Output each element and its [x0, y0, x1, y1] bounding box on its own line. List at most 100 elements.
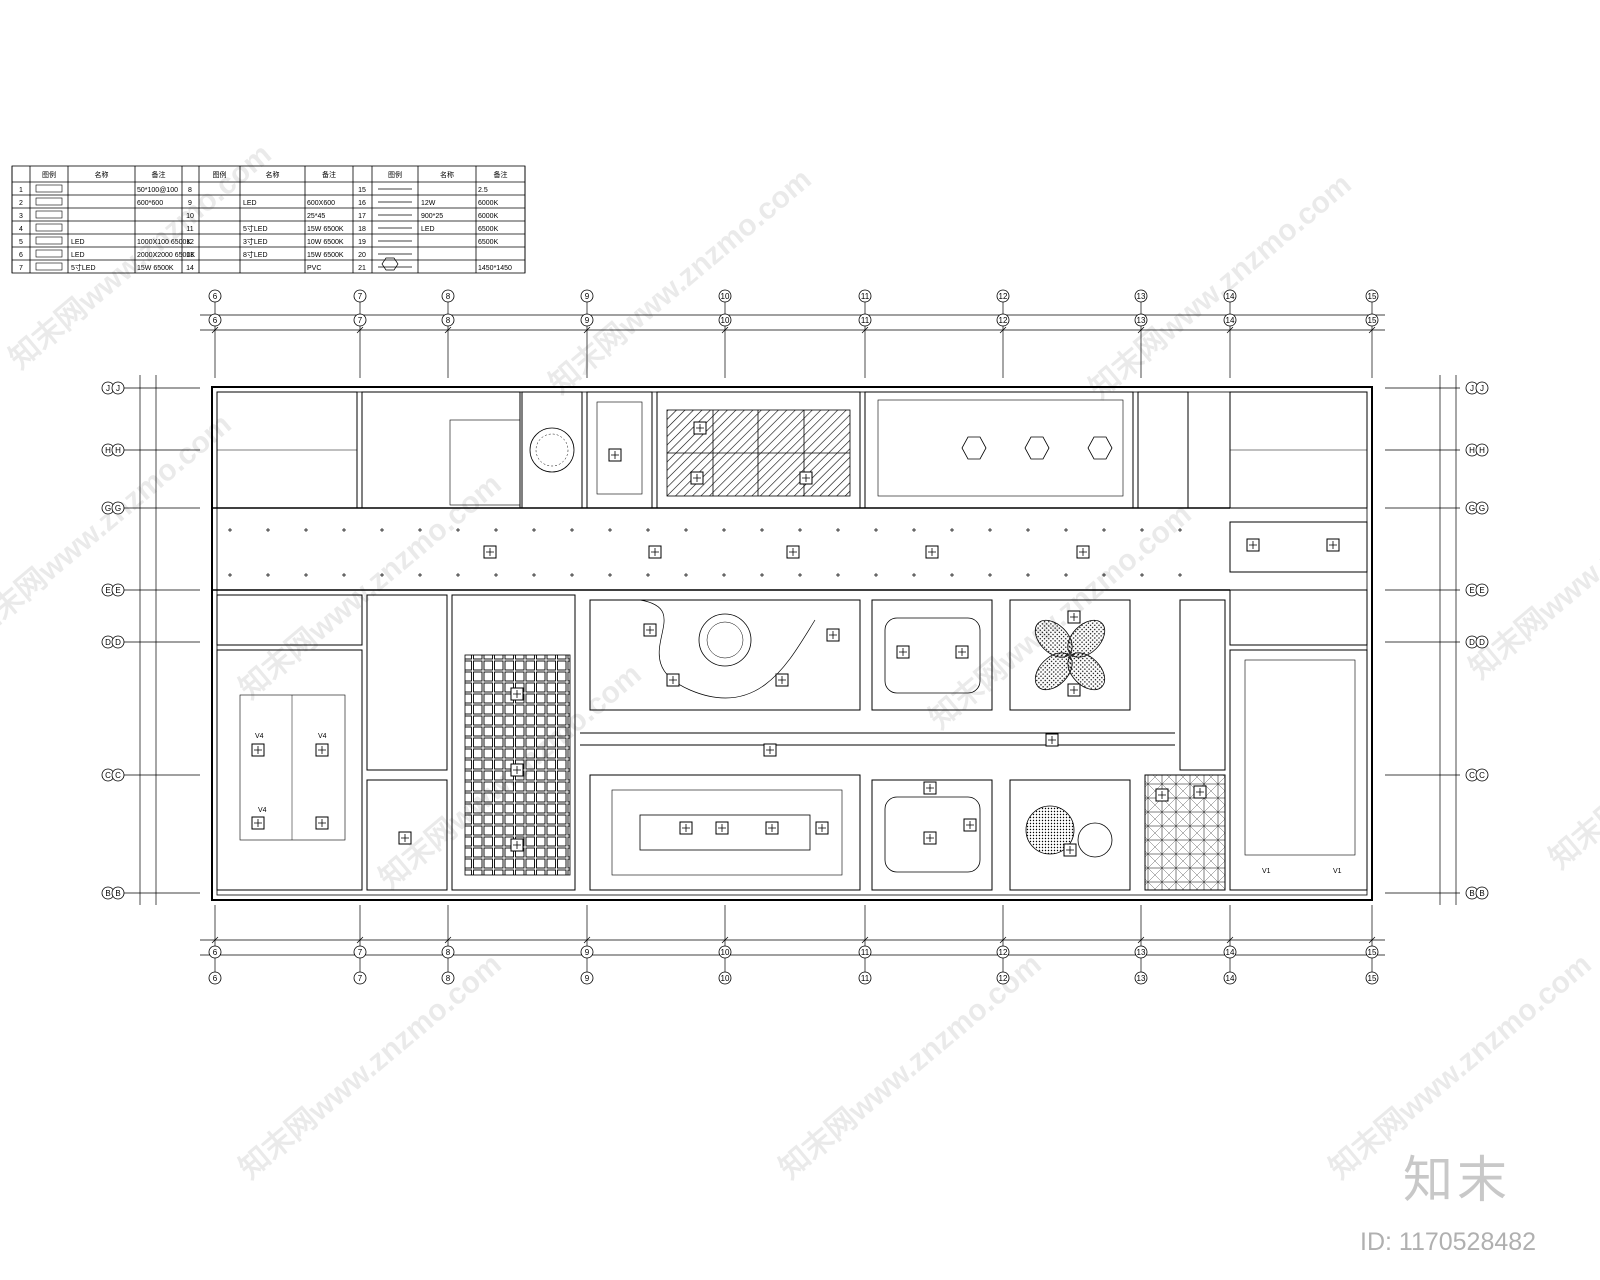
fixture-cross: [926, 784, 934, 792]
axis-label: C: [105, 771, 111, 780]
watermark-text: 知末网www.znzmo.com: [923, 498, 1197, 736]
axis-label: 12: [999, 974, 1008, 983]
legend-name: LED: [421, 226, 435, 233]
dimension-tick: [721, 936, 729, 944]
spotlight-mark: [342, 573, 346, 577]
legend-symbol: [35, 262, 63, 271]
fixture-label: V4: [258, 807, 267, 814]
axis-label: J: [1480, 384, 1484, 393]
spotlight-mark: [266, 573, 270, 577]
legend-row-number: 19: [358, 239, 366, 246]
fixture-cross: [778, 676, 786, 684]
spotlight-mark: [1102, 528, 1106, 532]
room-small-grid: [366, 779, 448, 891]
fixture-cross: [486, 548, 494, 556]
axis-label: H: [1479, 446, 1485, 455]
room-right-lift: [1229, 589, 1368, 646]
room-right-narrow: [1179, 599, 1226, 771]
axis-label: 8: [446, 948, 451, 957]
legend-note: 15W 6500K: [137, 265, 174, 272]
fixture-label: V1: [1262, 868, 1271, 875]
fixture-cross: [1158, 791, 1166, 799]
spotlight-mark: [304, 528, 308, 532]
fixture-cross: [1070, 613, 1078, 621]
rounded-ceiling-2: [884, 796, 981, 873]
hexagon-3: [1087, 436, 1113, 460]
fixture-cross: [789, 548, 797, 556]
axis-label: 11: [861, 316, 870, 325]
spotlight-mark: [684, 573, 688, 577]
spotlight-mark: [760, 573, 764, 577]
dimension-tick: [1368, 326, 1376, 334]
legend-note: 10W 6500K: [307, 239, 344, 246]
spotlight-mark: [722, 528, 726, 532]
axis-bubbles: 6666777788889999101010101111111112121212…: [101, 289, 1489, 985]
dimension-tick: [444, 326, 452, 334]
axis-label: 13: [1137, 948, 1146, 957]
axis-bubble: [580, 945, 594, 959]
legend-header: 名称: [266, 170, 280, 179]
axis-label: C: [1469, 771, 1475, 780]
watermark-text: 知末网www.znzmo.com: [1083, 168, 1357, 406]
axis-bubble: [111, 381, 125, 395]
axis-label: D: [1479, 638, 1485, 647]
legend-note: 6000K: [478, 200, 499, 207]
room-circle: [521, 391, 583, 509]
axis-bubble: [111, 583, 125, 597]
legend-header: 备注: [494, 170, 508, 179]
axis-bubble: [353, 945, 367, 959]
axis-bubble: [208, 313, 222, 327]
dimension-tick: [211, 936, 219, 944]
legend-note: 6500K: [478, 226, 499, 233]
spotlight-mark: [380, 573, 384, 577]
axis-bubble: [1223, 313, 1237, 327]
axis-label: D: [115, 638, 121, 647]
axis-bubble: [718, 313, 732, 327]
dimension-tick: [583, 936, 591, 944]
circle-big: [1025, 805, 1075, 855]
spotlight-mark: [912, 573, 916, 577]
legend-note: 50*100@100: [137, 187, 178, 194]
axis-label: 8: [446, 292, 451, 301]
watermark-text: 知末网www.znzmo.com: [1463, 448, 1600, 686]
axis-label: 10: [721, 948, 730, 957]
left-large-ceiling: [239, 694, 346, 841]
legend-row-number: 14: [186, 265, 194, 272]
axis-label: B: [1479, 889, 1484, 898]
fixture-label: V1: [1333, 868, 1342, 875]
spotlight-mark: [608, 528, 612, 532]
fixture-cross: [966, 821, 974, 829]
fixture-cross: [401, 834, 409, 842]
legend-row-number: 17: [358, 213, 366, 220]
spotlight-mark: [342, 528, 346, 532]
axis-label: 8: [446, 316, 451, 325]
axis-label: 13: [1137, 316, 1146, 325]
legend-name: 12W: [421, 200, 436, 207]
round-ceiling-inner: [706, 621, 744, 659]
axis-bubble: [996, 313, 1010, 327]
rounded-ceiling-1: [884, 617, 981, 694]
axis-bubble: [1134, 971, 1148, 985]
legend-row-number: 10: [186, 213, 194, 220]
legend-header: 图例: [213, 170, 227, 179]
fixture-cross: [1196, 788, 1204, 796]
axis-label: 12: [999, 316, 1008, 325]
legend-symbol: [35, 197, 63, 206]
room-hexagon: [864, 391, 1134, 509]
legend-note: 2000X2000 6500K: [137, 252, 195, 259]
legend-header: 名称: [95, 170, 109, 179]
axis-label: 9: [585, 292, 590, 301]
spotlight-mark: [798, 573, 802, 577]
fixture-cross: [1066, 846, 1074, 854]
legend-name: 5寸LED: [71, 263, 96, 272]
dimension-tick: [211, 326, 219, 334]
axis-label: 10: [721, 974, 730, 983]
spotlight-mark: [646, 528, 650, 532]
room-narrow-inner: [596, 401, 643, 495]
axis-label: E: [115, 586, 120, 595]
legend-name: 8寸LED: [243, 250, 268, 259]
fixture-cross: [1048, 736, 1056, 744]
spotlight-mark: [760, 528, 764, 532]
